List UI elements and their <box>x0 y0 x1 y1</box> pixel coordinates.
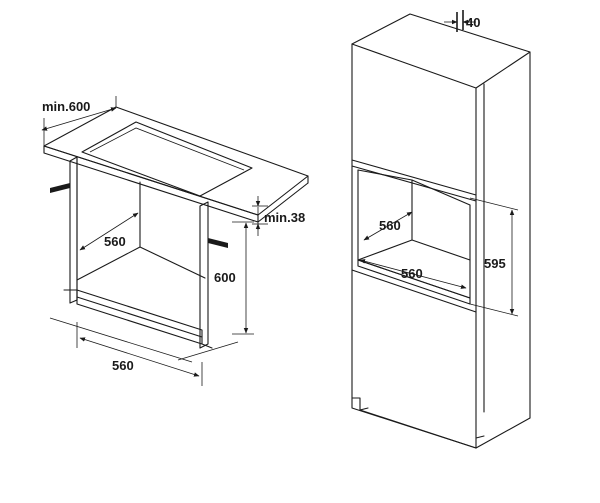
cabinet-top-face <box>351 13 531 89</box>
dimension-label-height: 600 <box>214 270 236 285</box>
dimension-width-min <box>41 96 117 146</box>
dimension-label-width-min: min.600 <box>42 99 90 114</box>
dimension-label-countertop-gap: min.38 <box>264 210 305 225</box>
dimension-label-niche-width: 560 <box>401 266 423 281</box>
dimension-niche-width <box>359 259 467 289</box>
left-side-panel <box>69 156 78 304</box>
right-side-panel <box>199 201 209 349</box>
dimension-label-front-width: 560 <box>112 358 134 373</box>
cabinet-floor <box>76 246 206 281</box>
dimension-inner-depth <box>79 212 139 251</box>
left-rail <box>50 183 70 193</box>
dimension-top-gap <box>444 10 476 32</box>
dimension-label-niche-depth: 560 <box>379 218 401 233</box>
right-rail <box>208 238 228 248</box>
countertop-cutout <box>81 121 253 197</box>
dimension-label-top-gap: 40 <box>466 15 480 30</box>
dimension-front-width <box>76 322 203 386</box>
countertop-top-face <box>43 106 309 216</box>
dimension-countertop-gap <box>252 196 268 236</box>
dimension-niche-depth <box>363 211 413 241</box>
dimension-label-niche-height: 595 <box>484 256 506 271</box>
under-counter-cabinet <box>43 106 309 363</box>
plinth-recess <box>351 397 477 449</box>
cabinet-front-top-edge <box>351 43 477 449</box>
upper-door-bottom <box>351 159 477 196</box>
dimension-label-inner-depth: 560 <box>104 234 126 249</box>
dimension-height <box>232 221 254 335</box>
countertop-side-edge <box>257 182 309 223</box>
dimension-niche-height <box>469 197 519 317</box>
